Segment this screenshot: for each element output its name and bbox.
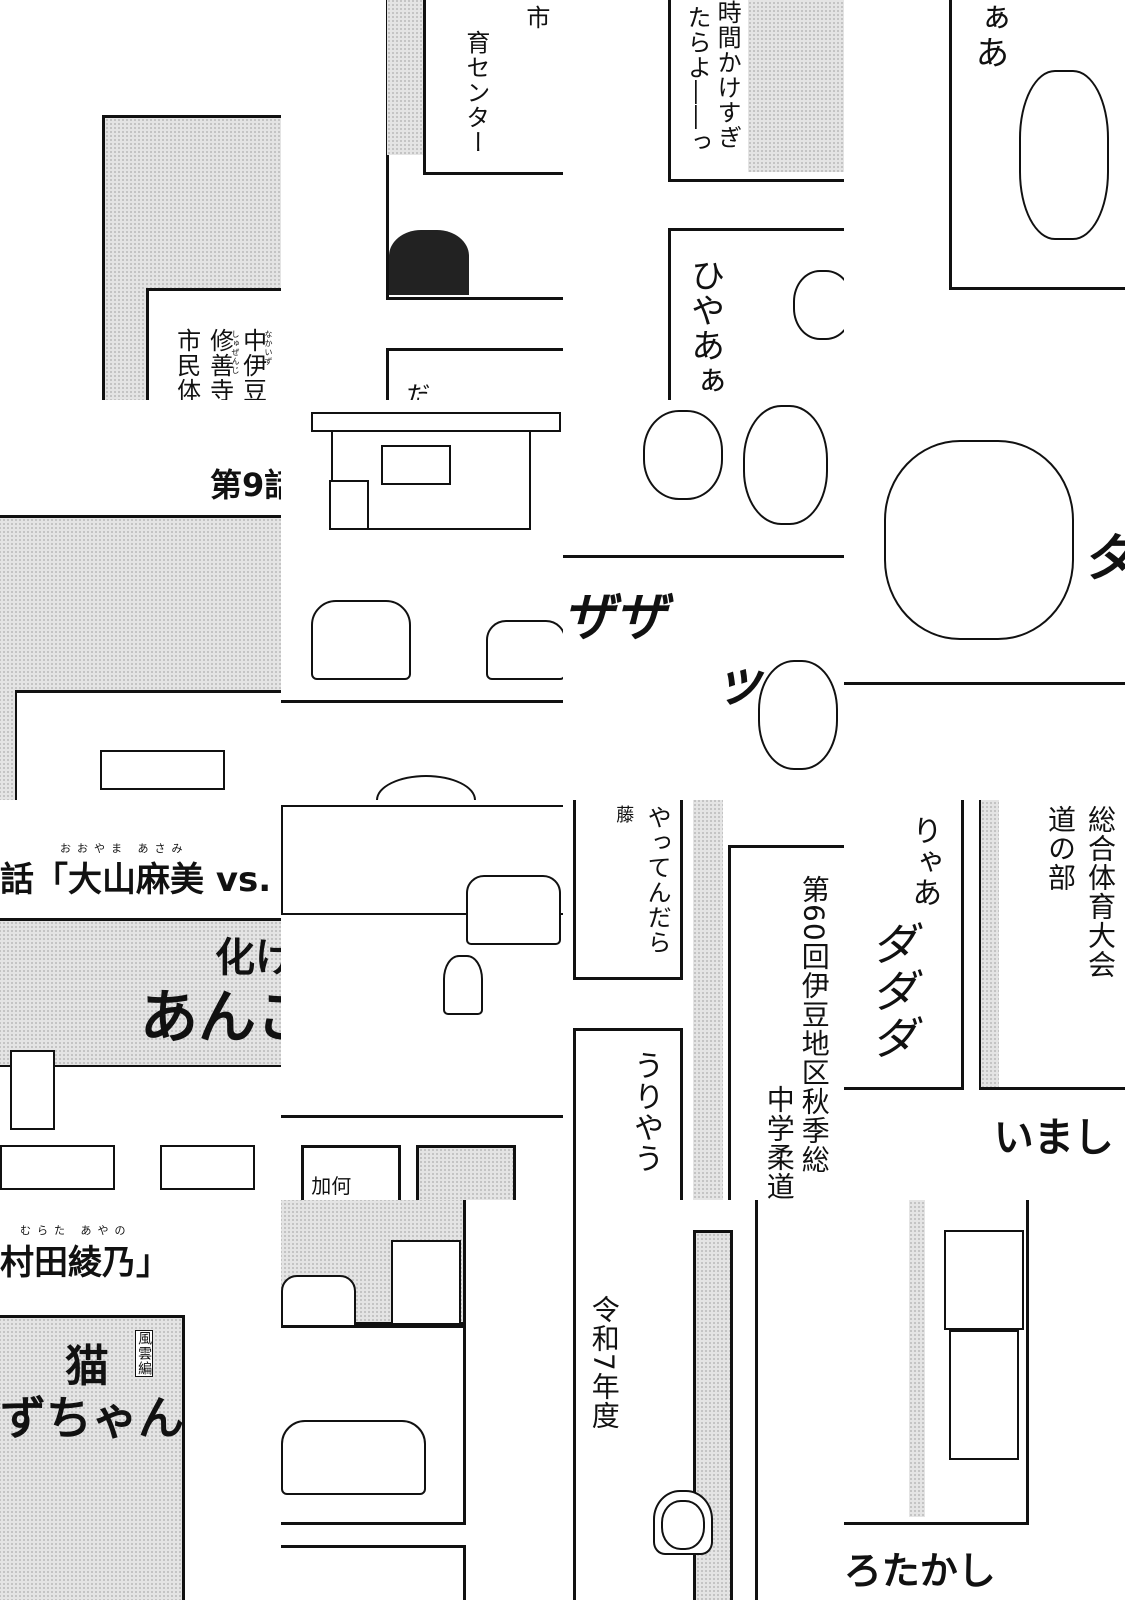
tile-tournament-caption: やってんだら 藤 うりやう 第60回伊豆地区秋季総 中学柔道 [562, 800, 844, 1200]
van [466, 875, 562, 945]
panel-tone [416, 1145, 517, 1200]
bald-man-face [742, 405, 828, 525]
door [391, 1240, 462, 1325]
tile-sky-location: 中伊豆 なかいず 修善寺 しゅぜんじ 市民体 [0, 0, 282, 400]
caption-text: 育センター [461, 30, 490, 155]
sfx-text: ッ [712, 653, 765, 713]
tone-bg [747, 0, 844, 172]
tile-credit: ろたかし [843, 1200, 1125, 1600]
sfx-text: ダ [1084, 515, 1125, 590]
panel-bottom [281, 1545, 467, 1600]
shout-text: ひやあぁ [684, 258, 725, 398]
man-face [642, 410, 723, 500]
man-face [757, 660, 838, 770]
panel-bottom [386, 348, 563, 400]
van [486, 620, 563, 680]
pillar [908, 1200, 925, 1517]
name-text: 藤 [613, 805, 635, 824]
chapter-title: 村田綾乃」 [0, 1243, 170, 1283]
caption-box [146, 288, 282, 400]
logo-text: 化け [215, 935, 282, 981]
chapter-number: 第9話 [210, 466, 282, 504]
tile-dadada: りゃあ ダダダ 総合体育大会 道の部 いまし [843, 800, 1125, 1200]
caption-panel [978, 800, 1125, 1090]
window [0, 1145, 115, 1190]
tile-chapter-opening: 第9話 [0, 400, 282, 800]
logo-text: あんこ [140, 983, 281, 1051]
legs [948, 1330, 1019, 1460]
tile-judo-throw: ぁあ [843, 0, 1125, 400]
speech-panel [572, 800, 683, 980]
caption-text: 中伊豆 [238, 328, 267, 400]
black-belt [988, 480, 1009, 560]
trees-tone [387, 0, 428, 155]
speech-text: だ時 [401, 382, 430, 400]
roof-canopy [311, 412, 562, 432]
window [160, 1145, 255, 1190]
author-credit: ろたかし [843, 1549, 996, 1593]
girl-face [660, 1500, 705, 1550]
caption-text: 道の部 [1043, 805, 1077, 892]
vending-machine [329, 480, 370, 530]
window [10, 1050, 55, 1130]
van [281, 1275, 357, 1330]
caption-text: 市 [521, 5, 550, 30]
tile-gym-entrance [281, 400, 563, 800]
tile-angry-men: ザザ ッ [562, 400, 844, 800]
bottom-text: いまし [993, 1115, 1114, 1161]
tile-sports-center: 市 育センター だ時 [281, 0, 563, 400]
chapter-title: 話「大山麻美 vs. [0, 860, 272, 900]
caption-box [301, 1145, 402, 1200]
action-panel [843, 800, 964, 1090]
pillar [980, 800, 999, 1087]
logo-subtitle: 風雲編 [135, 1330, 154, 1377]
caption-ruby: しゅぜんじ [231, 330, 240, 375]
title-ruby: むらた あやの [20, 1224, 132, 1237]
skirt [943, 1230, 1024, 1330]
caption-box [727, 845, 844, 1200]
man-face [792, 270, 844, 340]
bush [389, 230, 470, 295]
title-ruby: おおやま あさみ [60, 842, 189, 855]
shout-text: ぁあ [968, 0, 1009, 70]
title-panel [0, 1315, 185, 1600]
caption-text: 第60回伊豆地区秋季総 [797, 875, 831, 1174]
tile-title-page: おおやま あさみ 話「大山麻美 vs. 化け あんこ [0, 800, 282, 1200]
caption-ruby: なかいず [264, 330, 273, 366]
sky-panel [102, 115, 282, 400]
tile-parking-lot [281, 1200, 563, 1600]
shout-text: りゃあ [906, 815, 942, 908]
speech-panel [572, 1028, 683, 1200]
two-girls [443, 955, 484, 1015]
sfx-text: ダダダ [863, 920, 918, 1061]
pillar [692, 800, 723, 1200]
tile-reiwa-girl: 令和7年度 [562, 1200, 844, 1600]
speech-text: たらよ――っ [683, 5, 712, 155]
window [381, 445, 452, 485]
caption-text: 中学柔道 [762, 1085, 796, 1200]
tile-shouting-men: 時間かけすぎ たらよ――っ ひやあぁ [562, 0, 844, 400]
caption-box [423, 0, 563, 175]
judoka-figure [883, 440, 1074, 640]
speech-text: やってんだら [643, 805, 672, 955]
tile-judo-legs: ダ [843, 400, 1125, 800]
speech-text: 時間かけすぎ [713, 0, 742, 150]
caption-text: 修善寺 [205, 328, 234, 400]
sfx-text: ザザ [562, 588, 667, 648]
shout-text: うりやう [628, 1050, 663, 1174]
caption-text: 加何 [311, 1174, 352, 1198]
van [311, 600, 412, 680]
tile-title-credit: むらた あやの 村田綾乃」 猫 風雲編 ずちゃん [0, 1200, 282, 1600]
window [100, 750, 225, 790]
caption-text: 市民体 [172, 328, 201, 400]
tile-school-entrance: 加何 [281, 800, 563, 1200]
caption-text: 令和7年度 [587, 1295, 621, 1430]
logo-text: 猫 [65, 1341, 109, 1392]
judoka-figure [1018, 70, 1109, 240]
logo-text: ずちゃん [0, 1391, 184, 1445]
caption-text: 総合体育大会 [1083, 805, 1117, 979]
bus [281, 1420, 427, 1495]
